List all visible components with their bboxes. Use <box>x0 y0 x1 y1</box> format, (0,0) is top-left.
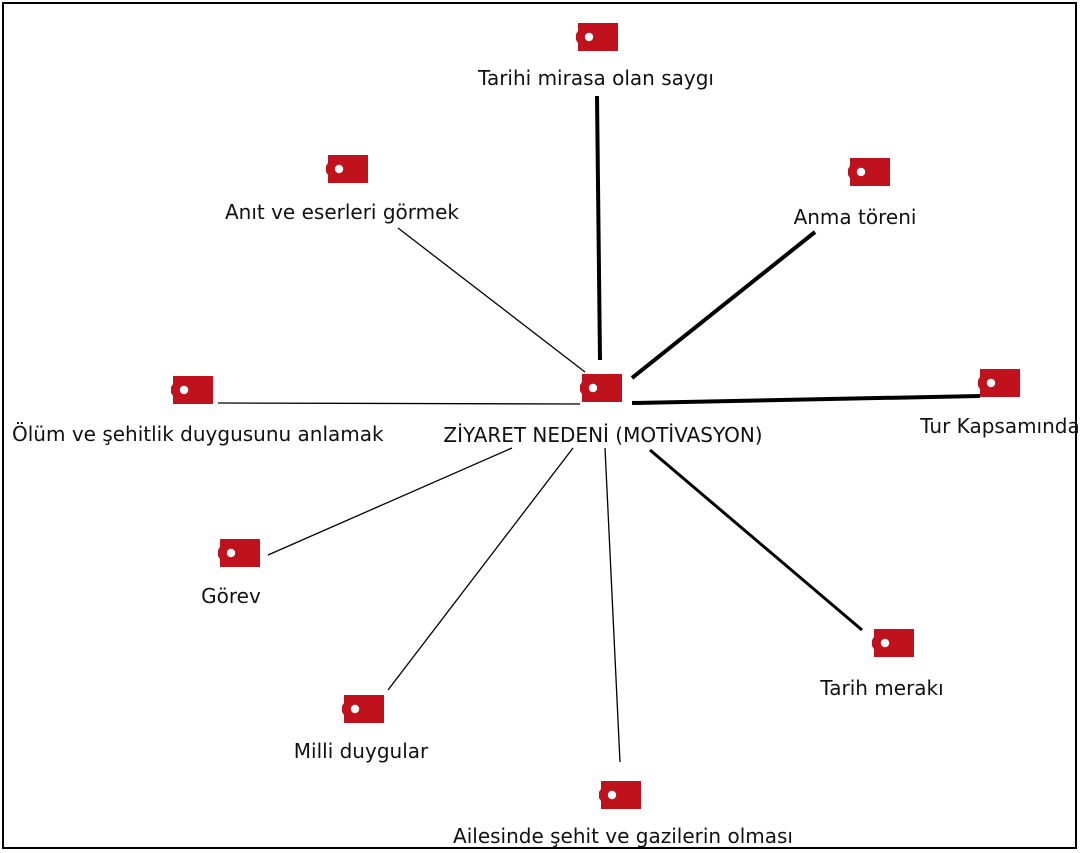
tag-icon <box>976 368 1022 398</box>
tag-icon <box>597 780 643 810</box>
link-anit-eserler <box>397 227 586 373</box>
link-tarih-meraki <box>649 448 863 632</box>
tag-icon <box>870 628 916 658</box>
node-label-tarih-meraki: Tarih merakı <box>820 676 944 700</box>
node-label-anit-eserler: Anıt ve eserleri görmek <box>224 200 460 224</box>
center-tag-icon <box>578 373 624 403</box>
node-label-olum-sehitlik: Ölüm ve şehitlik duygusunu anlamak <box>12 422 384 446</box>
node-label-anma-toreni: Anma töreni <box>793 205 917 229</box>
tag-icon <box>324 154 370 184</box>
node-label-gorev: Görev <box>201 584 261 608</box>
link-gorev <box>267 447 513 556</box>
tag-icon <box>169 375 215 405</box>
link-milli-duygular <box>387 447 574 691</box>
tag-icon <box>216 538 262 568</box>
link-tarihi-miras <box>595 95 602 361</box>
link-ailesinde-sehit <box>604 447 621 763</box>
node-label-tur-kapsaminda: Tur Kapsamında <box>920 414 1080 438</box>
node-label-milli-duygular: Milli duygular <box>293 739 429 763</box>
tag-icon <box>846 157 892 187</box>
tag-icon <box>574 22 620 52</box>
link-tur-kapsaminda <box>631 394 981 405</box>
node-label-ailesinde-sehit: Ailesinde şehit ve gazilerin olması <box>453 824 793 848</box>
node-label-tarihi-miras: Tarihi mirasa olan saygı <box>478 66 714 90</box>
link-olum-sehitlik <box>217 402 581 405</box>
tag-icon <box>340 694 386 724</box>
link-anma-toreni <box>630 230 817 380</box>
center-label: ZİYARET NEDENİ (MOTİVASYON) <box>443 423 763 447</box>
